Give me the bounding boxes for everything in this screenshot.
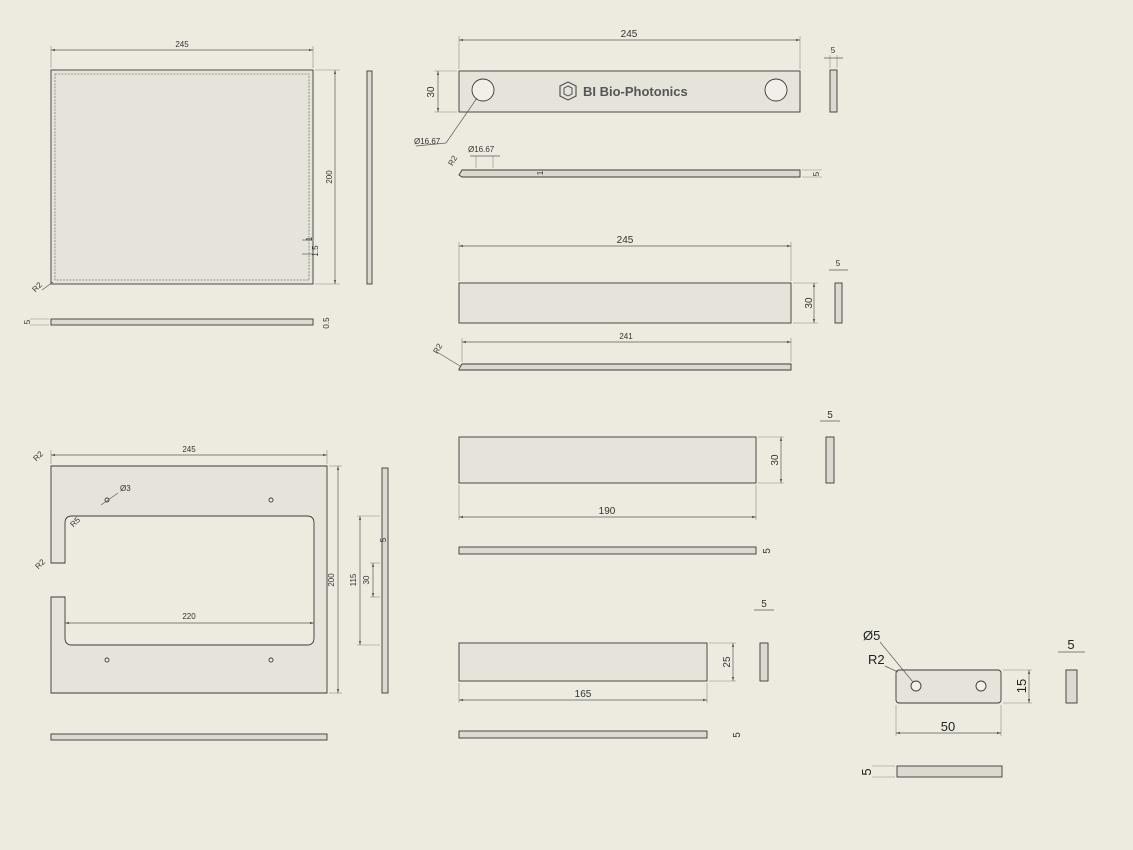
dim-frame-outer-radius-top: R2	[31, 449, 45, 463]
frame-plate-side	[381, 467, 389, 694]
base-plate-edge	[50, 318, 314, 326]
block-165-view: 165 25 5 5	[458, 599, 774, 739]
dim-bracket-hole-dia: Ø5	[863, 628, 880, 643]
dim-base-step: 0.5	[322, 317, 331, 329]
dim-bracket-radius: R2	[868, 652, 885, 667]
dim-block165-width: 165	[575, 689, 592, 700]
dim-side-radius: R2	[431, 342, 444, 356]
dim-frame-gap: 30	[362, 575, 371, 584]
dim-front-width: 245	[621, 29, 638, 40]
dim-profile-hole-dia: Ø16.67	[468, 145, 495, 154]
block-190-outline	[458, 436, 757, 484]
dim-bracket-height: 15	[1014, 679, 1029, 693]
dim-side-inner-width: 241	[619, 332, 633, 341]
dim-base-wall-a: 1	[305, 236, 314, 241]
dim-frame-height: 200	[327, 573, 336, 587]
dim-frame-opening-width: 220	[182, 612, 196, 621]
dim-front-hole-dia: Ø16.67	[414, 137, 441, 146]
dim-frame-opening-height: 115	[349, 573, 358, 586]
dim-front-side-thick: 5	[831, 46, 836, 55]
dim-block190-width: 190	[599, 506, 616, 517]
dim-base-width: 245	[175, 40, 189, 49]
base-plate-recess	[54, 73, 310, 281]
base-plate-view: 245 200 1 1.5 R2 5 0.5	[23, 40, 373, 329]
dim-base-radius: R2	[30, 280, 44, 294]
front-panel-outline	[458, 70, 801, 113]
dim-frame-outer-radius-mid: R2	[33, 557, 47, 571]
front-panel-top-profile	[458, 169, 801, 178]
dim-bracket-thick: 5	[1067, 637, 1074, 652]
block-190-edge	[458, 546, 757, 555]
frame-plate-view: 245 200 220 Ø3 R5 R2 R2 115 30 5	[31, 445, 389, 741]
front-panel-hole-right	[764, 78, 788, 102]
dim-block190-thick: 5	[827, 410, 833, 421]
block-165-outline	[458, 642, 708, 682]
dim-profile-step: 1	[536, 170, 545, 175]
dim-block165-thick: 5	[761, 599, 767, 610]
dim-block190-edge-thick: 5	[762, 548, 773, 554]
front-panel-side	[829, 69, 838, 113]
dim-bracket-edge-thick: 5	[859, 768, 874, 775]
bio-photonics-logo-icon	[559, 81, 577, 101]
dim-side-thick: 5	[836, 259, 841, 268]
frame-hole-2	[268, 497, 274, 503]
bracket-hole-left	[910, 680, 922, 692]
bracket-edge	[896, 765, 1003, 778]
dim-block165-edge-thick: 5	[732, 732, 743, 738]
dim-profile-thick: 5	[812, 171, 821, 176]
side-panel-side	[834, 282, 843, 324]
block-190-view: 190 30 5 5	[458, 410, 840, 555]
dim-base-wall-b: 1.5	[311, 245, 320, 257]
dim-side-height: 30	[804, 297, 815, 309]
dim-front-height: 30	[426, 86, 437, 98]
dim-block190-height: 30	[770, 454, 781, 466]
frame-plate-edge	[50, 733, 328, 741]
dim-base-height: 200	[325, 170, 334, 184]
dim-frame-inner-radius: R5	[68, 515, 82, 529]
dim-frame-hole-dia: Ø3	[120, 484, 131, 493]
block-190-side	[825, 436, 835, 484]
front-panel-hole-left	[471, 78, 495, 102]
side-panel-top-profile	[458, 363, 792, 371]
frame-hole-4	[268, 657, 274, 663]
block-165-edge	[458, 730, 708, 739]
frame-plate-outline	[50, 465, 328, 694]
dim-block165-height: 25	[722, 656, 733, 668]
frame-hole-1	[104, 497, 110, 503]
side-panel-outline	[458, 282, 792, 324]
side-panel-view: 245 30 5 241 R2	[431, 235, 848, 371]
bracket-view: Ø5 R2 50 15 5 5	[859, 628, 1085, 778]
brand-text: BI Bio-Photonics	[583, 84, 688, 99]
bracket-side	[1065, 669, 1078, 704]
frame-hole-3	[104, 657, 110, 663]
dim-bracket-width: 50	[941, 719, 955, 734]
bracket-outline	[895, 669, 1002, 704]
dim-frame-side-thick: 5	[379, 537, 388, 542]
dim-side-width: 245	[617, 235, 634, 246]
base-plate-side	[366, 70, 373, 285]
dim-frame-width: 245	[182, 445, 196, 454]
dim-profile-radius: R2	[446, 154, 459, 168]
dim-base-thickness: 5	[23, 319, 32, 324]
base-plate-outline	[50, 69, 314, 285]
front-panel-view: BI Bio-Photonics 245 30 Ø16.67 5 Ø16.67 …	[414, 29, 843, 178]
block-165-side	[759, 642, 769, 682]
bracket-hole-right	[975, 680, 987, 692]
